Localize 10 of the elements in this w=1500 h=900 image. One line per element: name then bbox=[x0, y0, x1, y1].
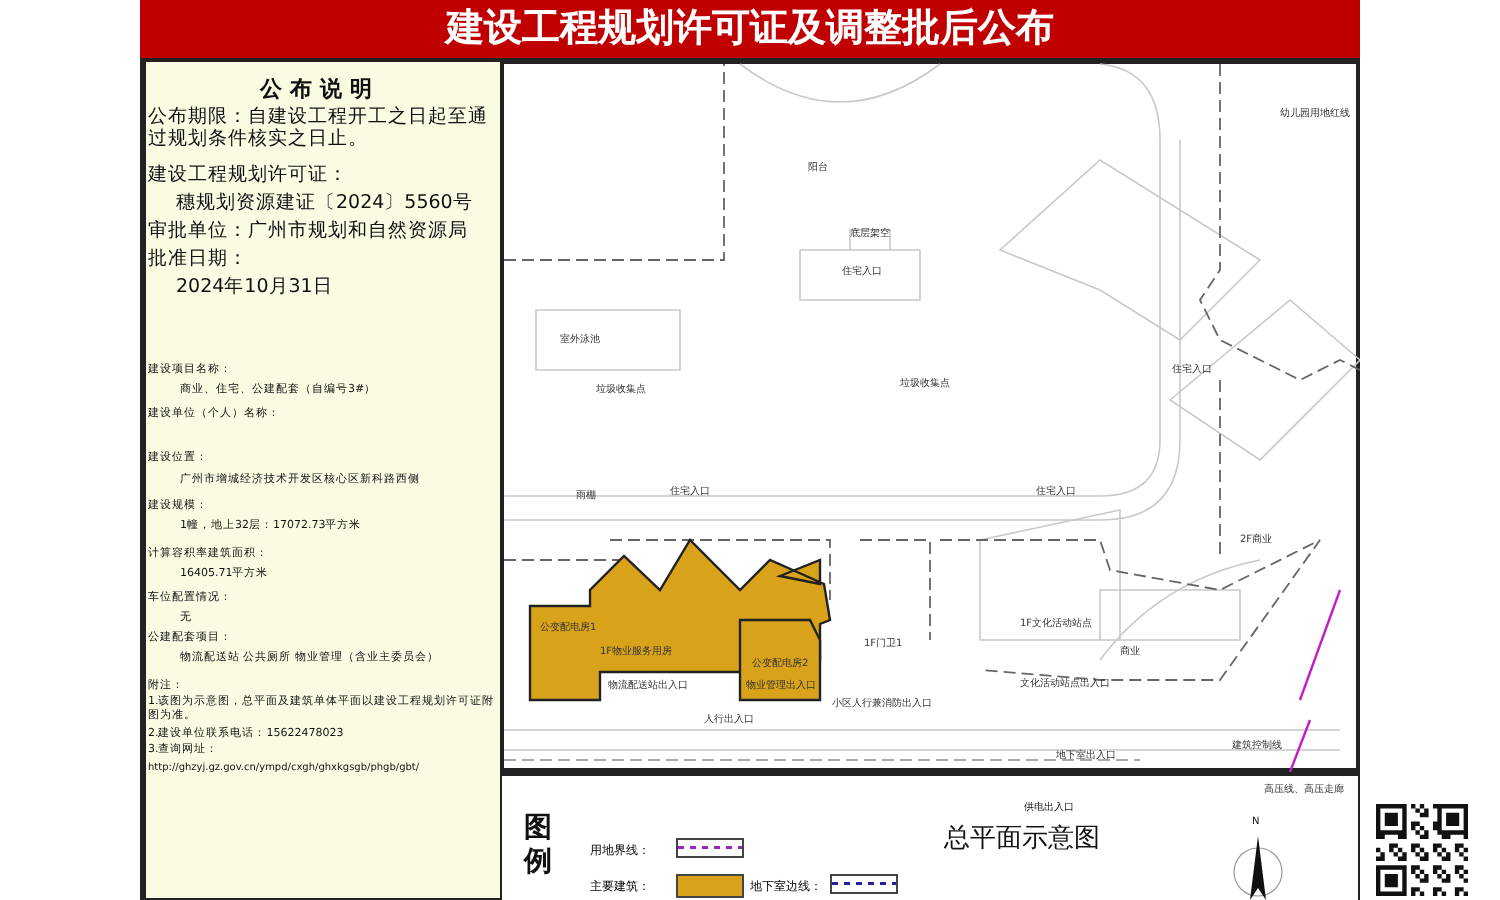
title-banner: 建设工程规划许可证及调整批后公布 bbox=[140, 0, 1360, 62]
notice-text: 批准日期： bbox=[148, 248, 250, 271]
notice-text: 审批单位：广州市规划和自然资源局 bbox=[148, 220, 470, 243]
notice-text: 建设工程规划许可证： bbox=[148, 164, 350, 187]
notice-text: 公布期限：自建设工程开工之日起至通过规划条件核实之日止。 bbox=[148, 106, 490, 152]
notice-text: 2024年10月31日 bbox=[176, 276, 335, 299]
panel-heading: 公布说明 bbox=[257, 76, 382, 103]
notice-text: 穗规划资源建证〔2024〕5560号 bbox=[176, 192, 475, 215]
legend-heading: 图例 bbox=[524, 812, 554, 880]
drawing-title: 总平面示意图 bbox=[944, 824, 1100, 856]
